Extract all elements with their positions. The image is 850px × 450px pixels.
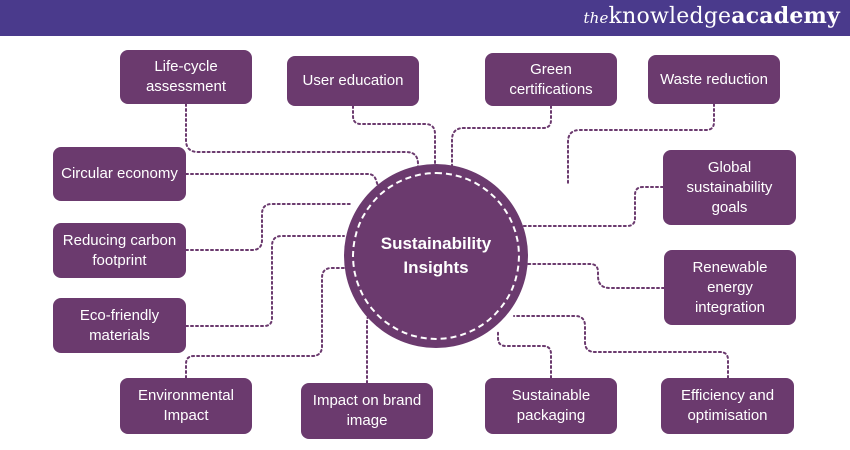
connector-green-certifications (451, 105, 552, 169)
connector-user-education (352, 105, 436, 169)
node-green-certifications: Green certifications (485, 53, 617, 106)
connector-renewable-energy-integration (526, 263, 665, 289)
brand-logo: theknowledgeacademy (583, 3, 840, 29)
node-renewable-energy-integration: Renewable energy integration (664, 250, 796, 325)
node-circular-economy: Circular economy (53, 147, 186, 201)
hub-dashed-ring (352, 172, 520, 340)
node-impact-on-brand-image: Impact on brand image (301, 383, 433, 439)
connector-reducing-carbon-footprint (185, 203, 353, 251)
connector-efficiency-optimisation (513, 315, 729, 379)
node-eco-friendly-materials: Eco-friendly materials (53, 298, 186, 353)
connector-waste-reduction (567, 103, 715, 186)
hub-title: Sustainability Insights (380, 234, 492, 277)
header-bar: theknowledgeacademy (0, 0, 850, 36)
connector-environmental-impact (185, 267, 348, 379)
node-waste-reduction: Waste reduction (648, 55, 780, 104)
node-efficiency-optimisation: Efficiency and optimisation (661, 378, 794, 434)
connector-sustainable-packaging (497, 331, 552, 379)
node-environmental-impact: Environmental Impact (120, 378, 252, 434)
node-user-education: User education (287, 56, 419, 106)
connector-global-sustainability-goals (519, 186, 664, 227)
node-reducing-carbon-footprint: Reducing carbon footprint (53, 223, 186, 278)
node-sustainable-packaging: Sustainable packaging (485, 378, 617, 434)
node-life-cycle-assessment: Life-cycle assessment (120, 50, 252, 104)
connector-life-cycle-assessment (185, 103, 419, 177)
connector-circular-economy (185, 173, 379, 187)
node-global-sustainability-goals: Global sustainability goals (663, 150, 796, 225)
connector-eco-friendly-materials (185, 235, 345, 327)
